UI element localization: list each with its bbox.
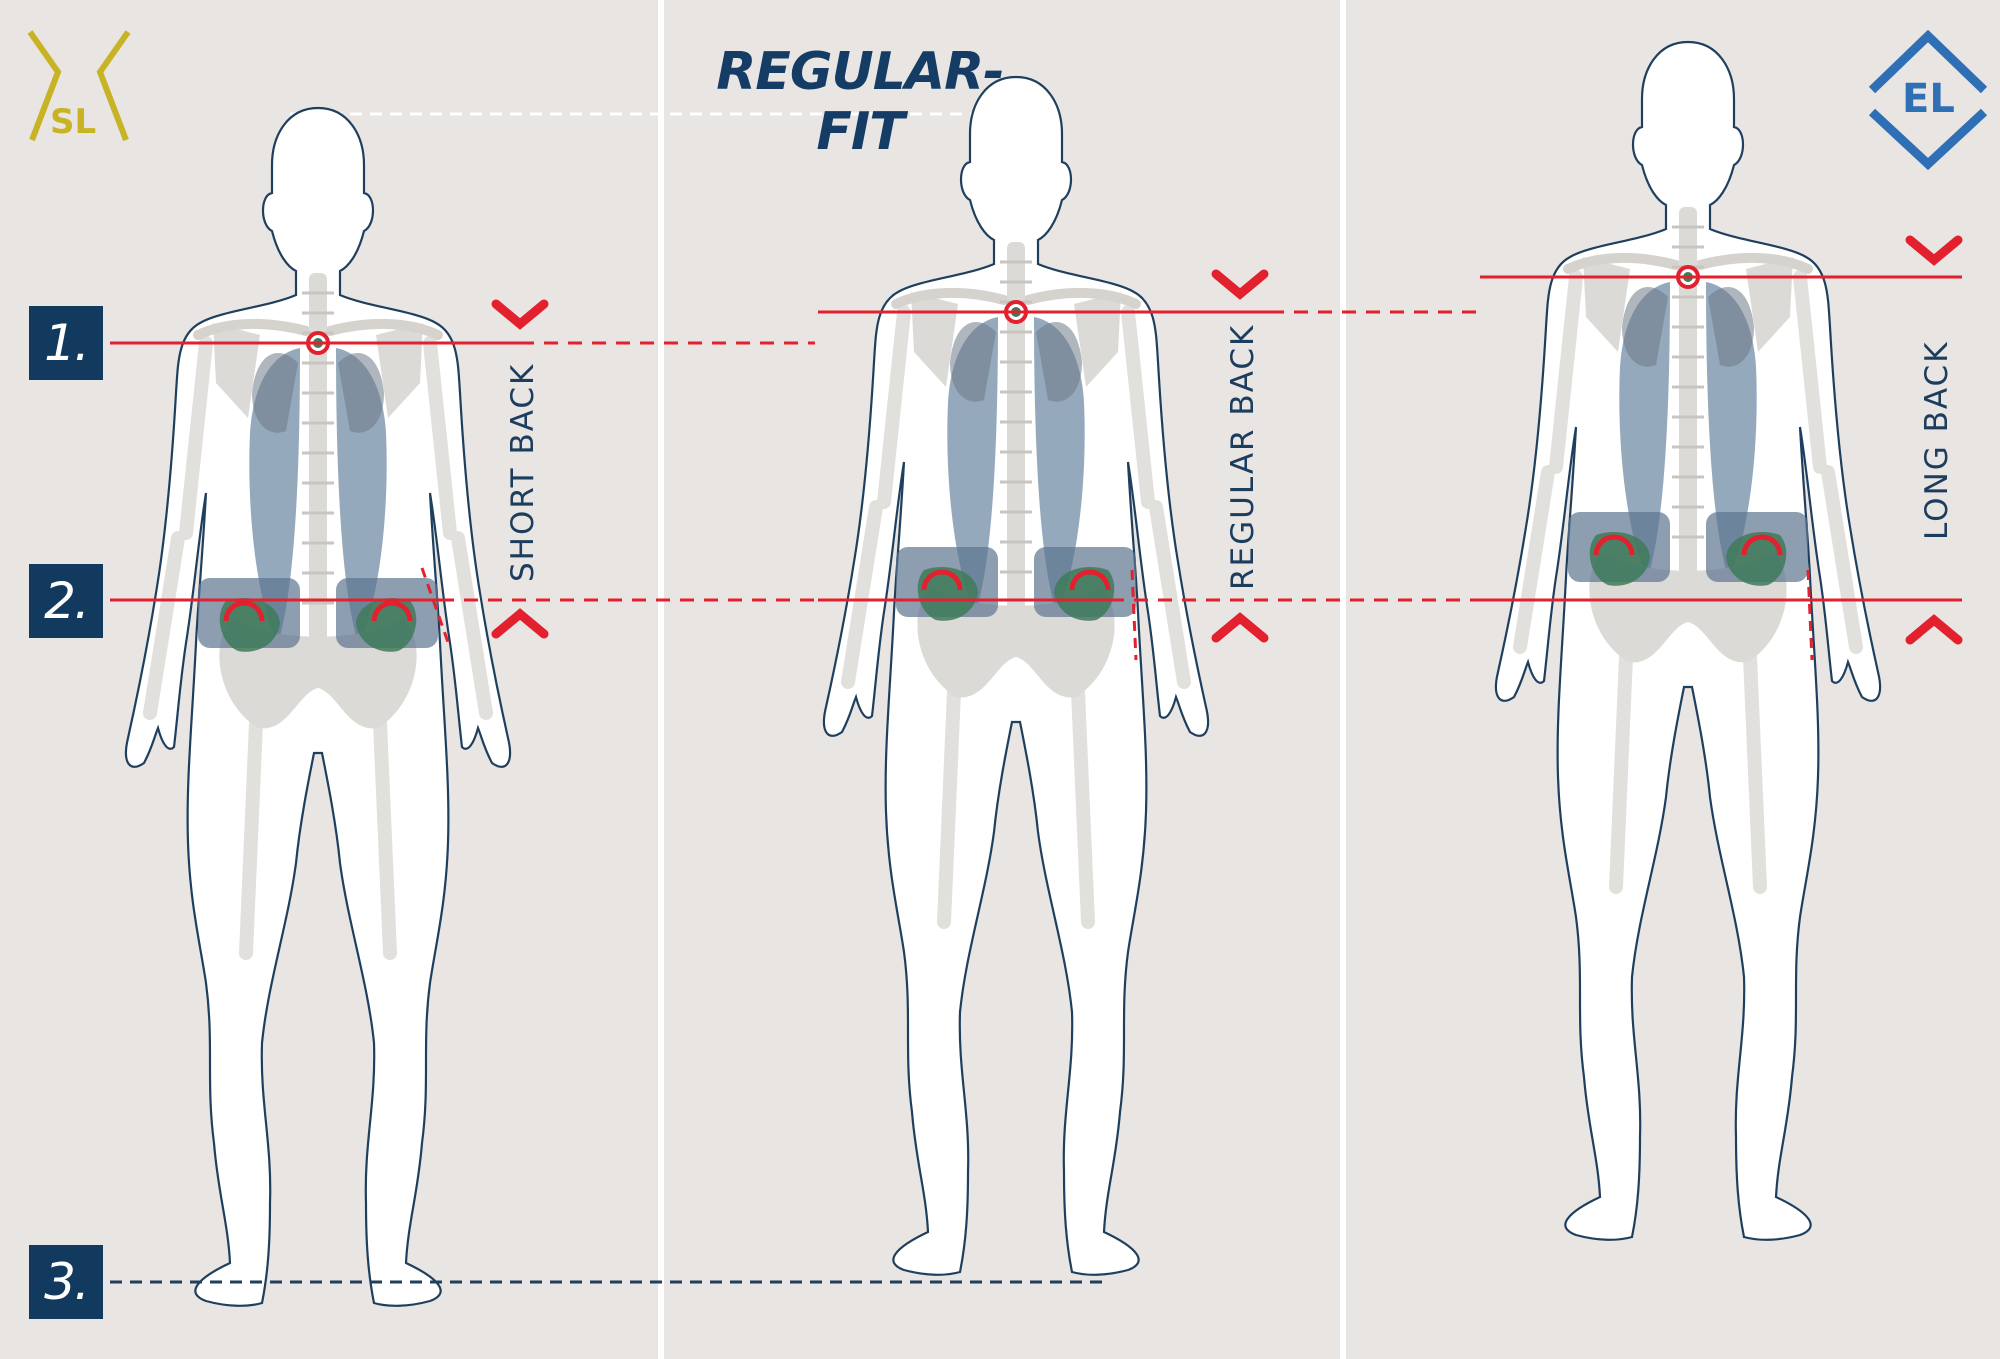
page-title: REGULAR-FIT <box>716 42 1004 162</box>
label-regular-back: REGULAR BACK <box>1225 323 1261 590</box>
sl-logo-icon <box>27 30 131 142</box>
chevron-up-icon <box>496 614 544 634</box>
chevron-up-icon <box>1910 620 1958 640</box>
sl-logo-text: SL <box>50 102 97 142</box>
line-1 <box>110 275 1962 345</box>
figure-long-back <box>1496 42 1880 1240</box>
marker-2: 2. <box>29 564 103 638</box>
label-short-back: SHORT BACK <box>505 362 541 582</box>
chevron-down-icon <box>1910 240 1958 260</box>
el-logo-text: EL <box>1902 76 1955 122</box>
el-logo-icon <box>1868 29 1988 171</box>
chevron-down-icon <box>496 304 544 324</box>
chevron-up-icon <box>1216 618 1264 638</box>
figure-regular-back <box>824 77 1208 1275</box>
column-divider <box>658 0 664 1359</box>
chevron-down-icon <box>1216 274 1264 294</box>
label-long-back: LONG BACK <box>1919 340 1955 540</box>
column-divider <box>1340 0 1346 1359</box>
marker-3: 3. <box>29 1245 103 1319</box>
figure-short-back <box>126 108 510 1306</box>
marker-1: 1. <box>29 306 103 380</box>
